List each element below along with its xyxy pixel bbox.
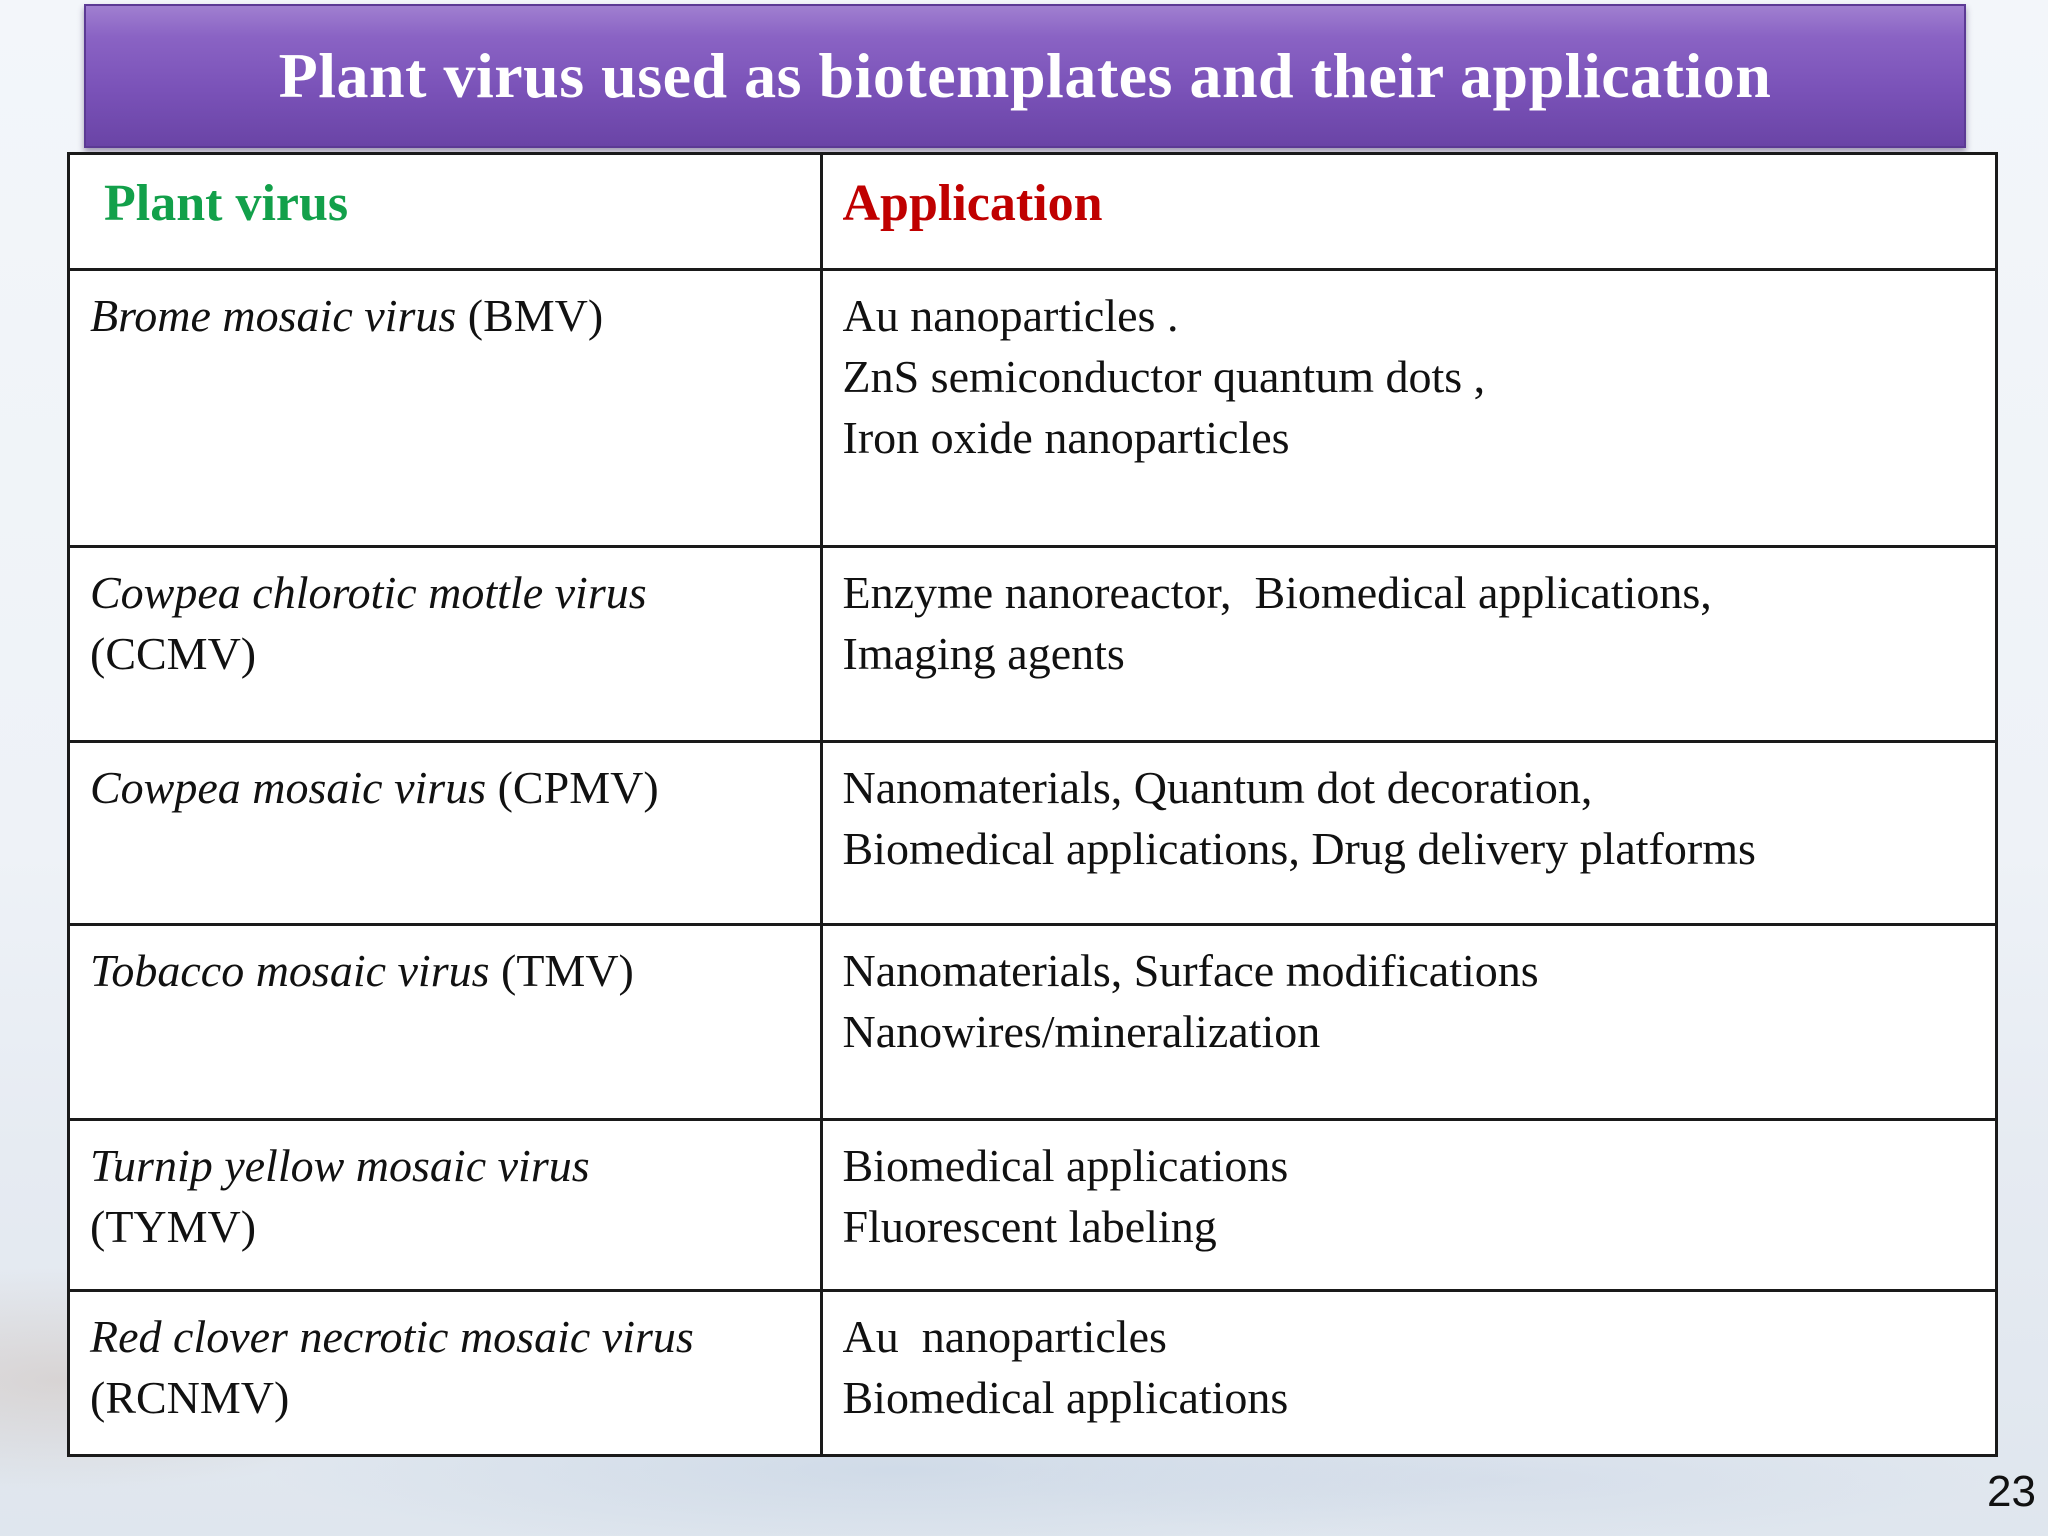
application-cell: Biomedical applications Fluorescent labe… (819, 1117, 1995, 1292)
application-item: ZnS semiconductor quantum dots , (842, 350, 1486, 402)
application-cell: Enzyme nanoreactor, Biomedical applicati… (819, 544, 1995, 743)
virus-cell: Turnip yellow mosaic virus (TYMV) (70, 1117, 823, 1292)
application-item: Enzyme nanoreactor, Biomedical applicati… (842, 566, 1712, 618)
virus-abbreviation: (TMV) (489, 944, 634, 996)
page-number: 23 (1987, 1467, 2036, 1516)
virus-cell: Red clover necrotic mosaic virus (RCNMV) (70, 1288, 823, 1454)
virus-name: Cowpea chlorotic mottle virus (90, 566, 647, 618)
table-row: Red clover necrotic mosaic virus(RCNMV) … (70, 1288, 1995, 1454)
header-plant-virus: Plant virus (70, 155, 823, 271)
title-bar: Plant virus used as biotemplates and the… (84, 4, 1966, 148)
virus-application-table: Plant virus Application Brome mosaic vir… (67, 152, 1998, 1457)
application-item: Biomedical applications (842, 1371, 1289, 1423)
virus-name: Brome mosaic virus (90, 289, 457, 341)
virus-abbreviation: (BMV) (456, 289, 604, 341)
virus-abbreviation: (TYMV) (90, 1200, 257, 1252)
application-item: Biomedical applications (842, 1139, 1289, 1191)
table: Plant virus Application Brome mosaic vir… (70, 155, 1995, 1454)
virus-name: Turnip yellow mosaic virus (90, 1139, 590, 1191)
virus-cell: Cowpea mosaic virus (CPMV) (70, 739, 823, 926)
application-cell: Nanomaterials, Surface modifications Nan… (819, 922, 1995, 1121)
table-row: Cowpea mosaic virus (CPMV) Nanomaterials… (70, 739, 1995, 926)
application-item: Nanowires/mineralization (842, 1005, 1321, 1057)
application-item: Au nanoparticles . (842, 289, 1179, 341)
table-row: Brome mosaic virus (BMV) Au nanoparticle… (70, 267, 1995, 548)
application-item: Biomedical applications, Drug delivery p… (842, 822, 1756, 874)
application-item: Imaging agents (842, 627, 1125, 679)
virus-name: Red clover necrotic mosaic virus (90, 1310, 694, 1362)
application-item: Nanomaterials, Quantum dot decoration, (842, 761, 1593, 813)
slide-title: Plant virus used as biotemplates and the… (278, 40, 1772, 111)
application-cell: Au nanoparticles . ZnS semiconductor qua… (819, 267, 1995, 548)
virus-abbreviation: (CCMV) (90, 627, 257, 679)
application-item: Au nanoparticles (842, 1310, 1167, 1362)
table-row: Turnip yellow mosaic virus (TYMV) Biomedi… (70, 1117, 1995, 1292)
virus-cell: Brome mosaic virus (BMV) (70, 267, 823, 548)
table-row: Tobacco mosaic virus (TMV) Nanomaterials… (70, 922, 1995, 1121)
virus-cell: Tobacco mosaic virus (TMV) (70, 922, 823, 1121)
application-cell: Au nanoparticles Biomedical applications (819, 1288, 1995, 1454)
virus-abbreviation: (CPMV) (486, 761, 659, 813)
table-header-row: Plant virus Application (70, 155, 1995, 271)
header-application: Application (819, 155, 1995, 271)
virus-name: Cowpea mosaic virus (90, 761, 487, 813)
virus-cell: Cowpea chlorotic mottle virus (CCMV) (70, 544, 823, 743)
virus-abbreviation: (RCNMV) (90, 1371, 290, 1423)
application-item: Nanomaterials, Surface modifications (842, 944, 1539, 996)
application-cell: Nanomaterials, Quantum dot decoration, B… (819, 739, 1995, 926)
application-item: Fluorescent labeling (842, 1200, 1217, 1252)
virus-name: Tobacco mosaic virus (90, 944, 490, 996)
table-row: Cowpea chlorotic mottle virus (CCMV) Enzy… (70, 544, 1995, 743)
application-item: Iron oxide nanoparticles (842, 411, 1290, 463)
